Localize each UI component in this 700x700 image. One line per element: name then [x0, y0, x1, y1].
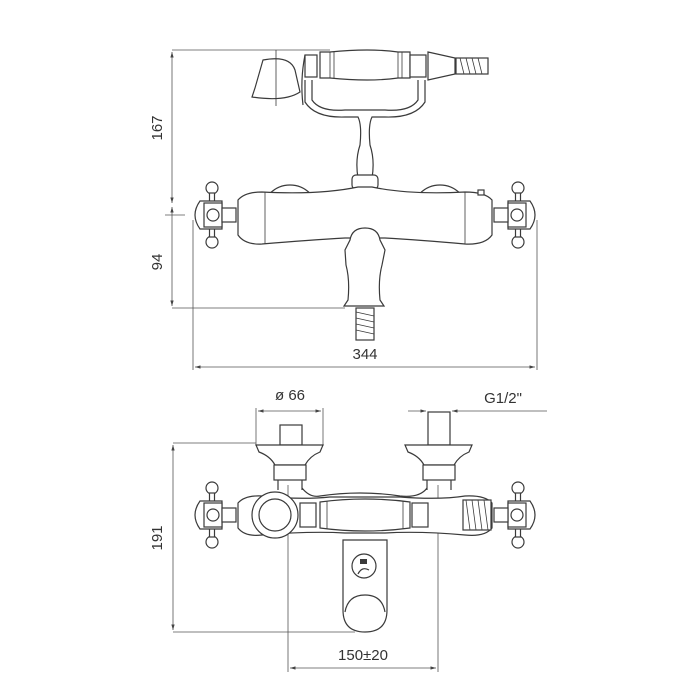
top-view: ø 66 G1/2" 191 150±20 — [149, 387, 547, 672]
handle-left-top — [194, 481, 237, 549]
dim-150-label: 150±20 — [338, 647, 388, 664]
hand-shower — [251, 49, 489, 190]
dimension-flange-diameter: ø 66 — [255, 387, 324, 446]
dim-thread-label: G1/2" — [484, 390, 522, 407]
dimension-height: 167 94 — [149, 49, 345, 309]
handle-left — [194, 181, 237, 249]
diverter-knob — [351, 553, 377, 579]
dim-191-label: 191 — [149, 525, 166, 550]
dimension-thread: G1/2" — [408, 390, 547, 413]
front-view: 167 94 344 — [149, 49, 538, 370]
flange-right — [404, 411, 473, 490]
spout-top — [342, 539, 388, 633]
handle-right — [493, 181, 536, 249]
dimension-width: 344 — [192, 220, 538, 370]
mixer-body — [237, 186, 493, 245]
dimension-depth: 191 — [149, 442, 355, 633]
dim-94-label: 94 — [149, 254, 166, 271]
dim-344-label: 344 — [352, 346, 377, 363]
dim-diameter-label: ø 66 — [275, 387, 305, 404]
handle-right-top — [493, 481, 536, 549]
dim-167-label: 167 — [149, 115, 166, 140]
flange-left — [255, 424, 324, 490]
spout — [342, 227, 386, 341]
